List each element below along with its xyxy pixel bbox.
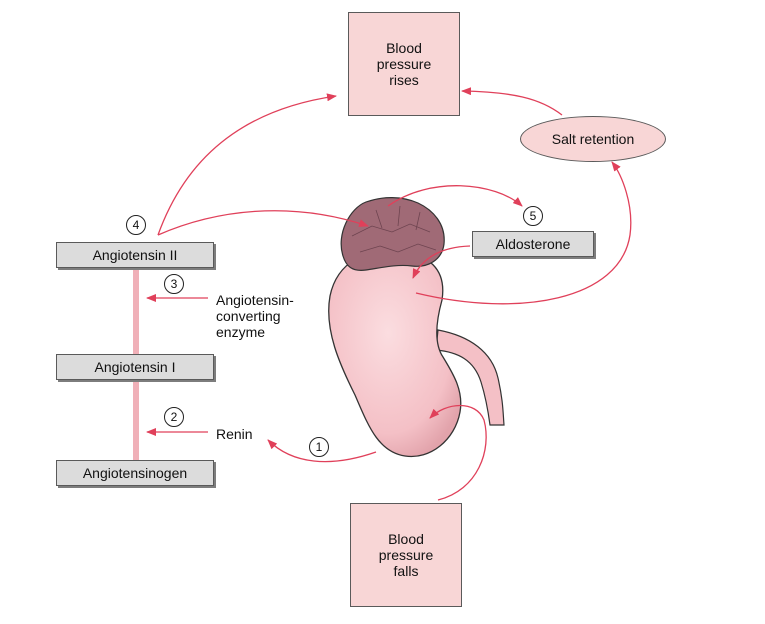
step-1-marker: 1: [309, 437, 329, 457]
renin-label: Renin: [216, 426, 253, 442]
step-3-marker: 3: [164, 274, 184, 294]
blood-pressure-rises-box: Blood pressure rises: [348, 12, 460, 116]
arrow-ang2-to-bp-rises: [157, 93, 337, 236]
salt-retention-ellipse: Salt retention: [520, 116, 666, 162]
arrow-aldosterone-to-kidney: [412, 245, 471, 279]
adrenal-texture: [351, 205, 437, 253]
step-2-marker: 2: [164, 407, 184, 427]
arrow-kidney-to-salt: [415, 161, 632, 305]
arrow-salt-to-bp-rises: [461, 87, 563, 116]
arrow-bp-falls-to-kidney: [429, 405, 487, 501]
blood-pressure-falls-box: Blood pressure falls: [350, 503, 462, 607]
kidney: [328, 250, 462, 458]
angiotensinogen-box: Angiotensinogen: [56, 460, 214, 486]
arrow-adrenal-to-aldosterone: [387, 185, 523, 207]
aldosterone-box: Aldosterone: [472, 231, 594, 257]
arrows: [146, 87, 632, 501]
step-4-marker: 4: [126, 215, 146, 235]
angiotensin-ii-box: Angiotensin II: [56, 242, 214, 268]
step-5-marker: 5: [523, 206, 543, 226]
ureter: [435, 329, 505, 426]
arrow-ang2-to-adrenal: [157, 210, 369, 236]
arrow-kidney-to-renin: [267, 439, 377, 463]
ace-label: Angiotensin- converting enzyme: [216, 292, 294, 340]
adrenal-gland: [340, 197, 445, 271]
angiotensin-i-box: Angiotensin I: [56, 354, 214, 380]
